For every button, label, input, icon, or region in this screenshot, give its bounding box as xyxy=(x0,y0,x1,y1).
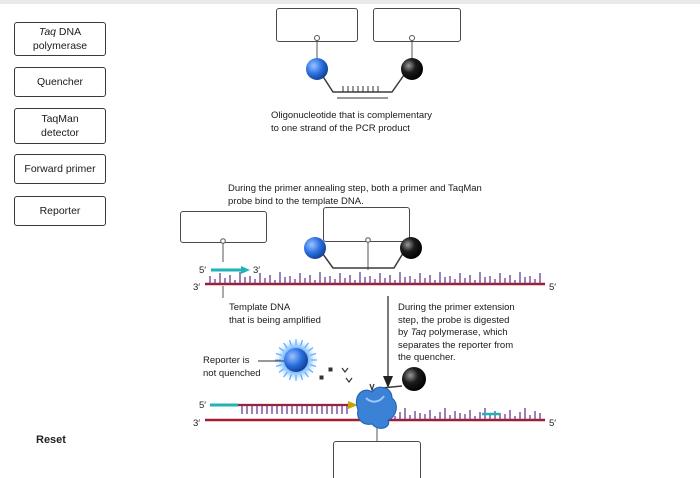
glow-ray xyxy=(283,371,288,378)
glow-ray xyxy=(300,339,304,346)
strand-3prime-template-bottom: 3′ xyxy=(193,418,200,429)
top-strip xyxy=(0,0,700,4)
extension-caption: During the primer extension step, the pr… xyxy=(398,302,515,363)
quencher-dye-mid xyxy=(400,237,422,259)
glow-ray xyxy=(288,339,292,346)
glow-ray xyxy=(275,364,282,368)
strand-5prime-template-bottom: 5′ xyxy=(549,418,556,429)
probe-bases-top xyxy=(342,86,379,92)
glow-ray xyxy=(307,368,314,373)
connector-dot-top-left xyxy=(314,35,320,41)
forward-primer-label: Forward primer xyxy=(24,163,96,175)
primer-arrow-mid xyxy=(241,266,250,274)
glow-ray xyxy=(307,347,314,352)
connector-dot-middle-left xyxy=(220,238,226,244)
reporter-status-caption: Reporter is not quenched xyxy=(203,355,261,379)
glow-ray xyxy=(304,371,309,378)
glow-ray xyxy=(300,374,304,381)
glow-ray xyxy=(304,342,309,349)
taqman-line-1: TaqMan xyxy=(41,113,79,125)
connector-dot-middle-center xyxy=(365,237,371,243)
reset-button[interactable]: Reset xyxy=(36,434,66,446)
strand-5prime-new-bottom: 5′ xyxy=(199,400,206,411)
new-strand-bases-bottom xyxy=(241,405,348,414)
cleaved-fragments xyxy=(319,367,375,392)
taq-polymerase-enzyme xyxy=(356,386,397,429)
strand-5prime-primer-mid: 5′ xyxy=(199,265,206,276)
freed-reporter-dye xyxy=(274,338,318,382)
template-caption: Template DNA that is being amplified xyxy=(229,302,321,326)
template-bases-mid xyxy=(209,272,541,284)
glow-ray xyxy=(275,352,282,356)
drop-target-top-right[interactable] xyxy=(373,8,461,42)
label-card-taqman-detector[interactable]: TaqMan detector xyxy=(14,108,106,144)
label-card-forward-primer[interactable]: Forward primer xyxy=(14,154,106,184)
quencher-label: Quencher xyxy=(36,76,84,88)
oligo-caption: Oligonucleotide that is complementary to… xyxy=(271,110,433,134)
strand-3prime-template-mid: 3′ xyxy=(193,282,200,293)
taq-line-1: Taq DNA xyxy=(38,26,82,38)
probe-oligo-backbone-mid xyxy=(319,249,406,269)
reporter-label: Reporter xyxy=(39,205,81,217)
extension-arrow-bottom xyxy=(348,401,358,409)
glow-ray xyxy=(278,347,285,352)
strand-3prime-primer-mid: 3′ xyxy=(253,265,260,276)
glow-ray xyxy=(310,352,317,356)
glow-ray xyxy=(310,364,317,368)
glow-ray xyxy=(283,342,288,349)
label-card-taq-polymerase[interactable]: Taq DNA polymerase xyxy=(14,22,106,56)
template-bases-bottom xyxy=(384,408,541,420)
taqman-line-2: detector xyxy=(41,127,79,139)
quencher-dye-bottom xyxy=(402,367,426,391)
quencher-dye-top xyxy=(401,58,423,80)
step-arrow-head xyxy=(383,376,393,388)
connector-dot-top-right xyxy=(409,35,415,41)
drop-target-bottom[interactable] xyxy=(333,441,421,478)
strand-5prime-template-mid: 5′ xyxy=(549,282,556,293)
annealing-caption: During the primer annealing step, both a… xyxy=(228,183,482,207)
reporter-dye-top xyxy=(306,58,328,80)
glow-ray xyxy=(288,374,292,381)
label-card-reporter[interactable]: Reporter xyxy=(14,196,106,226)
label-card-quencher[interactable]: Quencher xyxy=(14,67,106,97)
reporter-dye-mid xyxy=(304,237,326,259)
taq-line-2: polymerase xyxy=(32,40,88,52)
glow-ray xyxy=(278,368,285,373)
